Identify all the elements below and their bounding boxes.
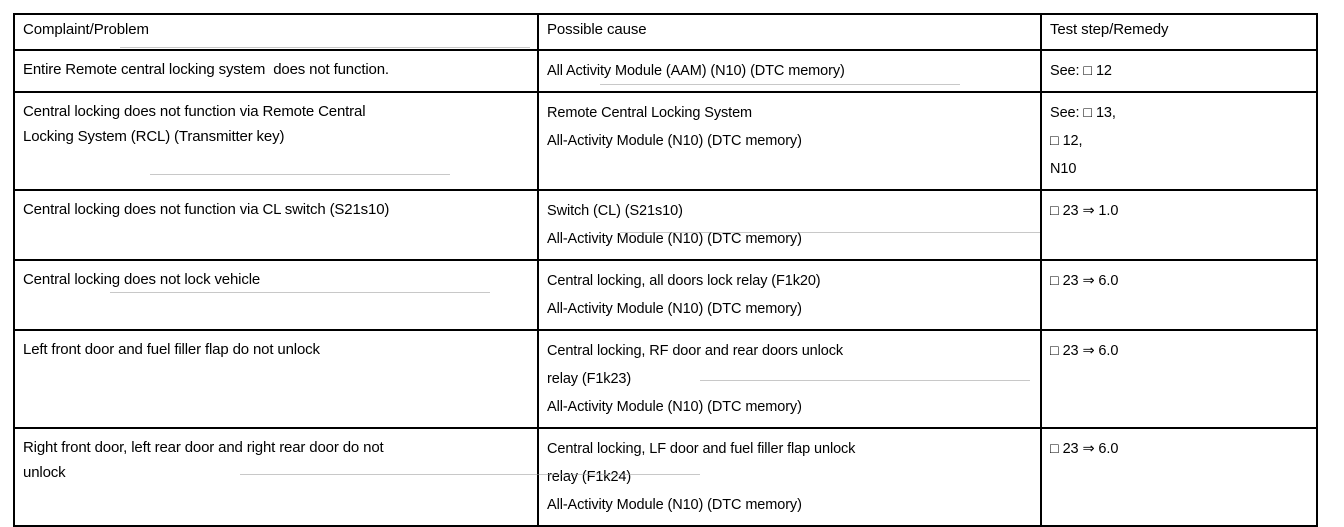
table-body: Entire Remote central locking system doe…: [13, 49, 1318, 527]
cell-test-step-remedy: See: □ 12: [1040, 49, 1318, 93]
scanned-document-page: Complaint/Problem Possible cause Test st…: [13, 13, 1318, 527]
cell-complaint: Left front door and fuel filler flap do …: [13, 329, 539, 429]
table-header: Complaint/Problem Possible cause Test st…: [13, 13, 1318, 51]
cell-complaint: Central locking does not function via Re…: [13, 91, 539, 191]
cell-possible-cause: Remote Central Locking System All-Activi…: [537, 91, 1042, 191]
cell-possible-cause: Central locking, LF door and fuel filler…: [537, 427, 1042, 527]
cause-line: relay (F1k23): [547, 371, 632, 387]
column-header-test-step-remedy: Test step/Remedy: [1040, 13, 1318, 51]
table-row: Central locking does not function via CL…: [13, 189, 1318, 261]
cause-line: Switch (CL) (S21s10): [547, 203, 683, 219]
cell-possible-cause: Switch (CL) (S21s10) All-Activity Module…: [537, 189, 1042, 261]
cell-possible-cause: All Activity Module (AAM) (N10) (DTC mem…: [537, 49, 1042, 93]
remedy-line: □ 23 ⇒ 6.0: [1050, 441, 1119, 457]
complaint-line: unlock: [23, 464, 66, 481]
column-header-complaint: Complaint/Problem: [13, 13, 539, 51]
cell-test-step-remedy: □ 23 ⇒ 6.0: [1040, 329, 1318, 429]
cause-line: All-Activity Module (N10) (DTC memory): [547, 133, 802, 149]
cell-complaint: Right front door, left rear door and rig…: [13, 427, 539, 527]
column-header-possible-cause: Possible cause: [537, 13, 1042, 51]
cell-test-step-remedy: □ 23 ⇒ 6.0: [1040, 427, 1318, 527]
cause-line: All Activity Module (AAM) (N10) (DTC mem…: [547, 63, 845, 79]
table-row: Central locking does not function via Re…: [13, 91, 1318, 191]
complaint-line: Locking System (RCL) (Transmitter key): [23, 128, 285, 145]
cause-line: All-Activity Module (N10) (DTC memory): [547, 399, 802, 415]
cell-test-step-remedy: See: □ 13, □ 12, N10: [1040, 91, 1318, 191]
cause-line: Central locking, LF door and fuel filler…: [547, 441, 856, 457]
remedy-line: N10: [1050, 161, 1077, 177]
complaint-line: Right front door, left rear door and rig…: [23, 439, 384, 456]
complaint-line: Entire Remote central locking system doe…: [23, 61, 389, 78]
cause-line: All-Activity Module (N10) (DTC memory): [547, 301, 802, 317]
cause-line: All-Activity Module (N10) (DTC memory): [547, 497, 802, 513]
complaint-line: Left front door and fuel filler flap do …: [23, 341, 320, 358]
cell-complaint: Central locking does not function via CL…: [13, 189, 539, 261]
remedy-line: □ 23 ⇒ 6.0: [1050, 343, 1119, 359]
complaint-line: Central locking does not lock vehicle: [23, 271, 261, 288]
table-header-row: Complaint/Problem Possible cause Test st…: [13, 13, 1318, 51]
cause-line: Remote Central Locking System: [547, 105, 753, 121]
cell-possible-cause: Central locking, RF door and rear doors …: [537, 329, 1042, 429]
fault-diagnosis-table: Complaint/Problem Possible cause Test st…: [13, 13, 1318, 527]
remedy-line: □ 12,: [1050, 133, 1083, 149]
cause-line: Central locking, all doors lock relay (F…: [547, 273, 821, 289]
remedy-line: See: □ 13,: [1050, 105, 1116, 121]
table-row: Left front door and fuel filler flap do …: [13, 329, 1318, 429]
cell-test-step-remedy: □ 23 ⇒ 1.0: [1040, 189, 1318, 261]
table-row: Entire Remote central locking system doe…: [13, 49, 1318, 93]
cell-complaint: Entire Remote central locking system doe…: [13, 49, 539, 93]
remedy-line: See: □ 12: [1050, 63, 1112, 79]
cell-test-step-remedy: □ 23 ⇒ 6.0: [1040, 259, 1318, 331]
complaint-line: Central locking does not function via CL…: [23, 201, 390, 218]
complaint-line: Central locking does not function via Re…: [23, 103, 366, 120]
cell-possible-cause: Central locking, all doors lock relay (F…: [537, 259, 1042, 331]
cell-complaint: Central locking does not lock vehicle: [13, 259, 539, 331]
remedy-line: □ 23 ⇒ 1.0: [1050, 203, 1119, 219]
cause-line: relay (F1k24): [547, 469, 632, 485]
cause-line: All-Activity Module (N10) (DTC memory): [547, 231, 802, 247]
table-row: Central locking does not lock vehicle Ce…: [13, 259, 1318, 331]
remedy-line: □ 23 ⇒ 6.0: [1050, 273, 1119, 289]
cause-line: Central locking, RF door and rear doors …: [547, 343, 844, 359]
table-row: Right front door, left rear door and rig…: [13, 427, 1318, 527]
